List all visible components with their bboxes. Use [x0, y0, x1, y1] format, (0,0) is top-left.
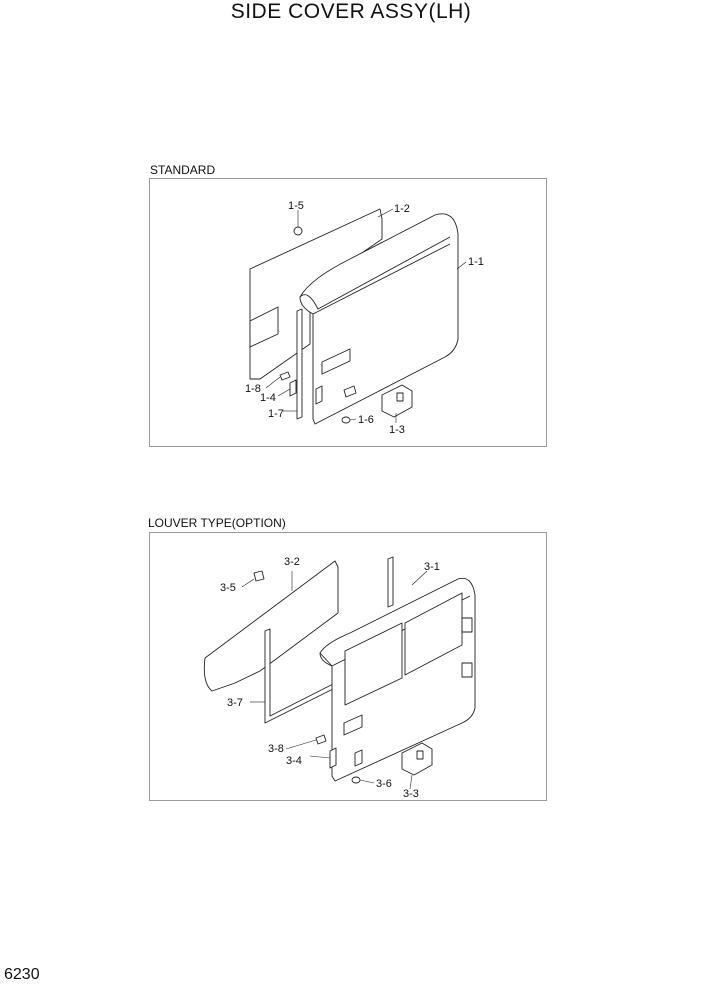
louver-grille-lower: [344, 622, 403, 706]
callout-3-7: 3-7: [227, 697, 243, 709]
part-cover-tab-upper: [461, 617, 473, 633]
part-cover-window: [321, 348, 351, 375]
callout-3-4: 3-4: [286, 755, 302, 767]
part-3-6-rubber: [351, 776, 361, 784]
part-1-8-bolt: [279, 371, 291, 381]
page-number: 6230: [4, 966, 40, 983]
part-cover-tab-lower: [461, 662, 473, 678]
callout-3-8: 3-8: [268, 743, 284, 755]
part-1-7-gasket: [296, 308, 303, 420]
louver-section-label: LOUVER TYPE(OPTION): [148, 516, 286, 530]
page-title: SIDE COVER ASSY(LH): [230, 0, 472, 23]
standard-section-label: STANDARD: [150, 163, 216, 177]
callout-3-5: 3-5: [220, 582, 236, 594]
callout-1-5: 1-5: [288, 200, 304, 212]
louver-exploded-view: 3-5 3-2 3-1 3-7 3-8 3-4 3-6 3-3: [203, 556, 476, 800]
callout-3-2: 3-2: [284, 556, 300, 568]
callout-1-7: 1-7: [268, 408, 284, 420]
part-1-5-pin: [293, 226, 303, 236]
callout-1-4: 1-4: [260, 392, 276, 404]
callout-1-1: 1-1: [468, 256, 484, 268]
callout-3-3: 3-3: [403, 788, 419, 800]
callout-1-8: 1-8: [245, 383, 261, 395]
part-1-6-rubber: [341, 416, 351, 424]
callout-3-1: 3-1: [424, 561, 440, 573]
callout-1-3: 1-3: [389, 424, 405, 436]
part-3-2-inner-panel: [203, 560, 339, 692]
part-3-5-pin: [253, 570, 265, 582]
part-cover-window: [343, 714, 363, 736]
standard-exploded-view: 1-5 1-2 1-1 1-8 1-4 1-7 1-6 1-3: [245, 200, 484, 436]
part-3-8-bolt: [315, 734, 327, 745]
louver-grille-upper: [404, 592, 463, 676]
callout-3-6: 3-6: [376, 778, 392, 790]
part-3-4-bracket: [329, 747, 337, 769]
part-1-1-outer-cover: [299, 213, 459, 425]
standard-diagram-frame: 1-5 1-2 1-1 1-8 1-4 1-7 1-6 1-3: [149, 178, 547, 447]
louver-diagram-frame: 3-5 3-2 3-1 3-7 3-8 3-4 3-6 3-3: [149, 532, 547, 801]
part-1-4-bracket: [289, 379, 297, 397]
callout-1-2: 1-2: [394, 203, 410, 215]
callout-1-6: 1-6: [358, 414, 374, 426]
